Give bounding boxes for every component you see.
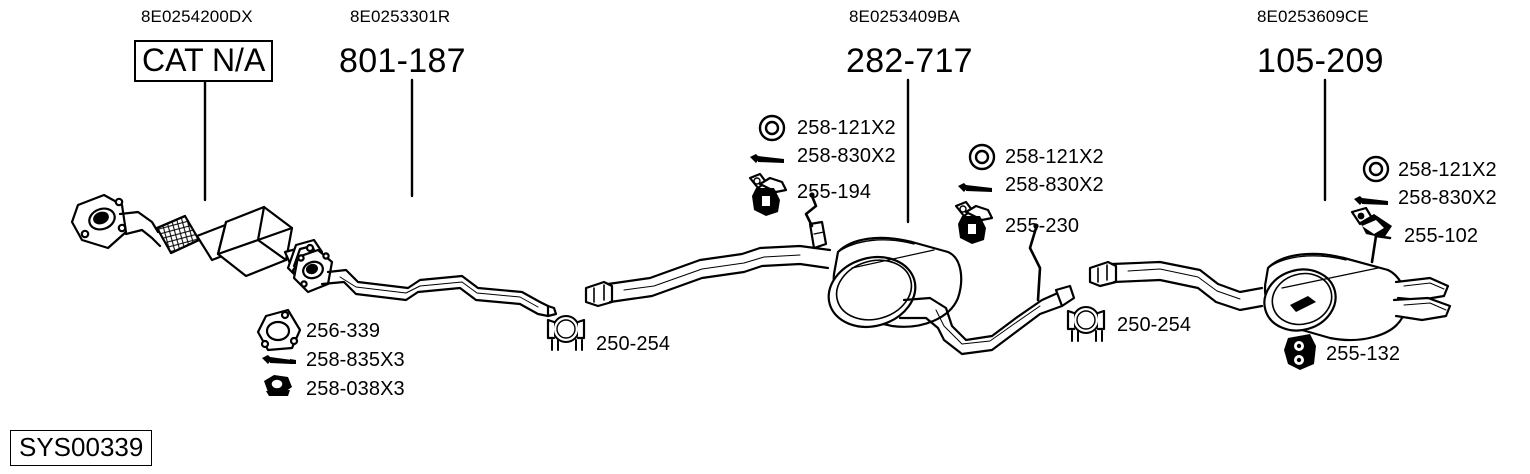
flange-gasket-icon [256,308,302,352]
oe-code-catalytic-converter: 8E0254200DX [141,7,253,26]
pipe-clamp-icon-front [546,315,586,351]
bolt-icon-rear [1354,196,1388,205]
catalytic-converter-drawing [70,193,324,282]
hardware-label-255-132: 255-132 [1326,343,1401,365]
nut-icon-cat [264,375,292,396]
part-number-rear-silencer: 105-209 [1257,42,1384,80]
bolt-icon-cat [262,355,296,364]
front-pipe-drawing [292,248,558,318]
pipe-clamp-icon-rear [1066,306,1106,342]
bolt-icon-centre [750,154,784,163]
hardware-label-250-254-rear: 250-254 [1117,314,1192,336]
rubber-hanger-icon-centre [748,172,788,216]
bracket-hanger-icon-rear [1350,206,1392,238]
rubber-mount-icon-rear [1284,334,1316,370]
part-number-front-pipe: 801-187 [339,42,466,80]
part-number-catalytic-converter: CAT N/A [134,40,274,82]
hardware-label-258-038X3: 258-038X3 [306,378,405,400]
ring-gasket-icon-rear [1362,155,1390,183]
oe-code-rear-silencer: 8E0253609CE [1257,7,1369,26]
ring-gasket-icon-centre [758,114,786,142]
part-number-centre-silencer: 282-717 [846,42,973,80]
rear-silencer-drawing [1263,234,1452,342]
hardware-label-258-121X2-centre-rear: 258-121X2 [1005,146,1104,168]
hardware-label-250-254-front: 250-254 [596,333,671,355]
rear-pipe-drawing [1088,260,1264,312]
ring-gasket-icon-centre-rear [968,143,996,171]
oe-code-front-pipe: 8E0253301R [350,7,451,26]
hardware-label-255-230: 255-230 [1005,215,1080,237]
hardware-label-258-835X3: 258-835X3 [306,349,405,371]
hardware-label-255-194: 255-194 [797,181,872,203]
system-id-label: SYS00339 [10,430,153,466]
bolt-icon-centre-rear [958,183,992,192]
rubber-hanger-icon-centre-rear [954,200,994,244]
hardware-label-258-830X2-rear: 258-830X2 [1398,187,1497,209]
hardware-label-258-121X2-rear: 258-121X2 [1398,159,1497,181]
hardware-label-255-102: 255-102 [1404,225,1479,247]
centre-silencer-drawing [584,192,1076,356]
oe-code-centre-silencer: 8E0253409BA [849,7,960,26]
hardware-label-258-830X2-centre: 258-830X2 [797,145,896,167]
hardware-label-258-830X2-centre-rear: 258-830X2 [1005,174,1104,196]
hardware-label-256-339: 256-339 [306,320,381,342]
hardware-label-258-121X2-centre: 258-121X2 [797,117,896,139]
